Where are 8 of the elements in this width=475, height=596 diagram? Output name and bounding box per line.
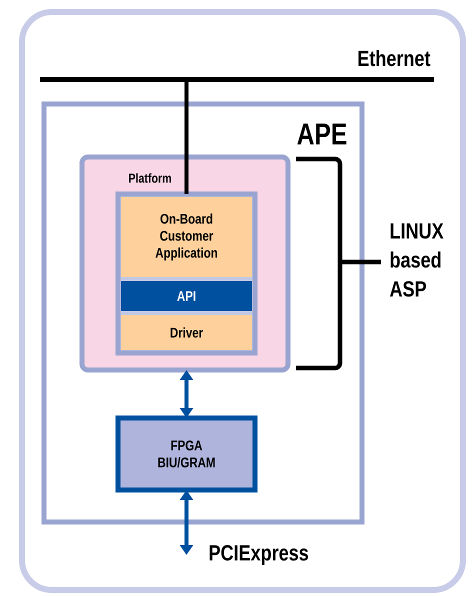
caption-text: LINUX based ASP: [390, 223, 444, 297]
fpga-box: FPGA BIU/GRAM: [116, 416, 258, 492]
driver-box: Driver: [121, 315, 252, 350]
api-box: API: [121, 281, 252, 311]
connector-line: [184, 82, 188, 194]
application-box: On-Board Customer Application: [121, 197, 252, 277]
bus-label: PCIExpress: [210, 545, 308, 565]
bus-line: Ethernet: [40, 50, 434, 82]
